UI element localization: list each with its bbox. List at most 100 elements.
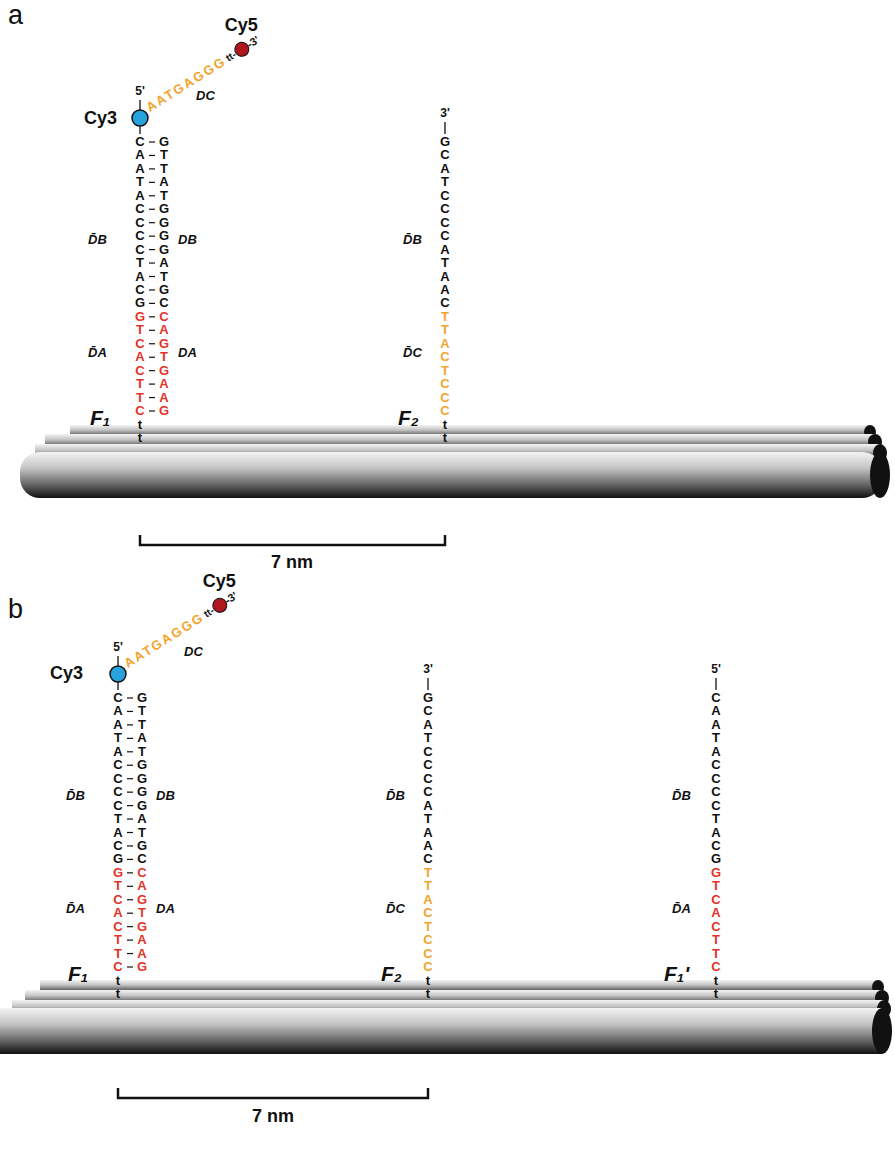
cy3-dye (132, 110, 148, 126)
bond (149, 289, 155, 290)
bond (149, 222, 155, 223)
domain-label: D̄B (66, 788, 85, 803)
domain-label: DA (178, 345, 197, 360)
sequence: GTTATGGGGATGC (137, 691, 147, 866)
cy3-dye (110, 666, 126, 682)
sequence: tt (116, 974, 120, 1001)
panel-letter: a (8, 0, 23, 31)
dna-tubes (0, 980, 892, 1054)
strand-end: 3' (423, 662, 433, 676)
bond (149, 168, 155, 169)
bond (127, 818, 133, 819)
sequence: tt (443, 418, 447, 445)
panel-letter: b (8, 594, 23, 625)
bond (127, 859, 133, 860)
bond (127, 778, 133, 779)
bond (149, 410, 155, 411)
domain-label: D̄B (386, 788, 405, 803)
bond (127, 724, 133, 725)
bond (127, 939, 133, 940)
domain-label: DB (178, 232, 197, 247)
domain-label: DC (196, 88, 215, 103)
bond (127, 805, 133, 806)
sequence: GCATCCCCATAAC (440, 135, 450, 310)
domain-label: D̄A (66, 901, 85, 916)
strand-label: F₂ (381, 962, 402, 986)
sequence: GTCACTTC (113, 866, 123, 974)
bond (149, 384, 155, 385)
domain-label: D̄B (88, 232, 107, 247)
bond (149, 195, 155, 196)
bond (127, 926, 133, 927)
sequence: TTACTCCC (440, 310, 449, 418)
domain-label: DA (156, 901, 175, 916)
bond (149, 343, 155, 344)
bond (127, 872, 133, 873)
scale-label: 7 nm (252, 1106, 294, 1127)
bond (149, 249, 155, 250)
bond (149, 316, 155, 317)
sequence: CAATACCCCTACG (113, 691, 123, 866)
strand-end: 5' (135, 84, 145, 98)
sequence: GTTATGGGGATGC (159, 135, 169, 310)
domain-label: D̄B (672, 788, 691, 803)
sequence: tt (426, 974, 430, 1001)
bond (127, 738, 133, 739)
domain-label: D̄C (386, 901, 405, 916)
bond (149, 182, 155, 183)
bond (149, 141, 155, 142)
bond (127, 966, 133, 967)
dye-label: Cy5 (203, 571, 236, 592)
scale-label: 7 nm (271, 552, 313, 573)
sequence: tt (138, 418, 142, 445)
sequence: CAGTGAAG (137, 866, 147, 974)
bond (149, 262, 155, 263)
bond (149, 397, 155, 398)
sequence: GCATCCCCATAAC (423, 691, 433, 866)
domain-label: D̄A (88, 345, 107, 360)
dna-tubes (20, 425, 890, 498)
bond (149, 330, 155, 331)
bond (149, 155, 155, 156)
strand-label: F₁ (68, 962, 88, 986)
sequence: TTACTCCC (423, 866, 432, 974)
sequence: CAATACCCCTACG (711, 691, 721, 866)
bond (149, 370, 155, 371)
strand-links (118, 100, 716, 690)
bond (127, 899, 133, 900)
domain-label: D̄B (403, 232, 422, 247)
bond (149, 276, 155, 277)
bond (127, 751, 133, 752)
sequence: CAATACCCCTACG (135, 135, 145, 310)
strand-label: F₁ (90, 406, 110, 430)
domain-label: D̄A (672, 901, 691, 916)
bond (127, 832, 133, 833)
bond (127, 765, 133, 766)
bond (127, 711, 133, 712)
bond (149, 303, 155, 304)
strand-end: 3' (440, 106, 450, 120)
bond (149, 236, 155, 237)
scale-bar (118, 535, 445, 1098)
domain-label: DC (184, 644, 203, 659)
bond (149, 357, 155, 358)
strand-end: 5' (711, 662, 721, 676)
sequence: AATGAGGG (143, 53, 229, 114)
dye-label: Cy3 (50, 663, 83, 684)
domain-label: DB (156, 788, 175, 803)
strand-end: 5' (113, 640, 123, 654)
sequence: CAGTGAAG (159, 310, 169, 418)
bond (127, 953, 133, 954)
bond (127, 697, 133, 698)
dye-label: Cy5 (225, 15, 258, 36)
sequence: AATGAGGG (121, 609, 207, 670)
sequence: GTCACTTC (135, 310, 145, 418)
dye-label: Cy3 (84, 108, 117, 129)
bond (127, 845, 133, 846)
sequence: GTCACTTC (711, 866, 721, 974)
bond (127, 913, 133, 914)
domain-label: D̄C (403, 345, 422, 360)
dye-arm: AATGAGGGtt--3' (121, 588, 241, 671)
strand-label: F₁' (664, 962, 689, 986)
